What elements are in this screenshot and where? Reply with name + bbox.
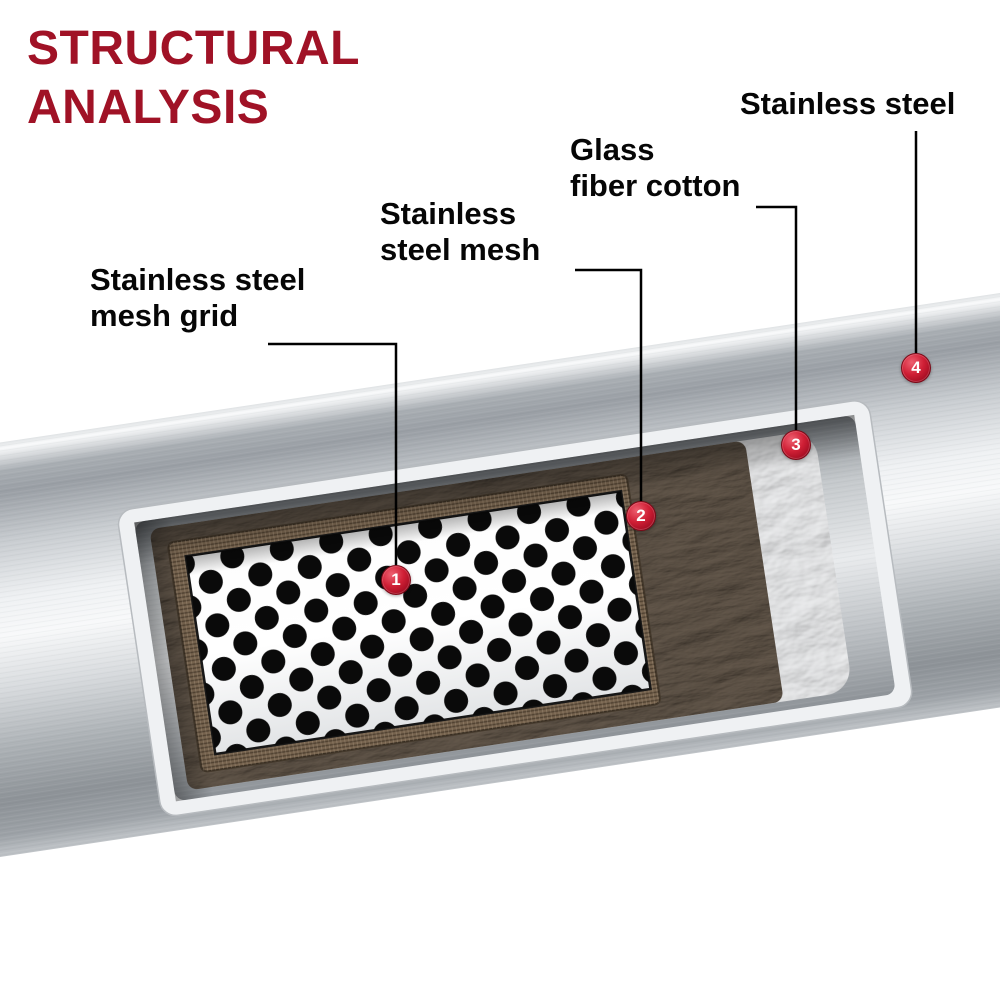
page-title: STRUCTURAL ANALYSIS xyxy=(27,20,360,137)
leader-line-3 xyxy=(756,205,798,430)
label-line: mesh grid xyxy=(90,298,239,334)
leader-lines xyxy=(268,131,918,565)
page-title-line2: ANALYSIS xyxy=(27,80,270,134)
page-title-line1: STRUCTURAL xyxy=(27,22,360,75)
leader-line-1 xyxy=(268,342,398,565)
label-stainless-steel-mesh: Stainless steel mesh xyxy=(380,196,540,269)
leader-line-2 xyxy=(575,268,643,501)
exhaust-tube xyxy=(0,271,1000,879)
label-stainless-steel: Stainless steel xyxy=(740,86,955,122)
perforated-plate xyxy=(184,489,652,756)
label-line: Stainless xyxy=(380,196,517,231)
cutaway-section xyxy=(117,400,913,817)
label-stainless-steel-mesh-grid: Stainless steel mesh grid xyxy=(90,262,305,335)
label-line: Glass xyxy=(570,132,655,167)
label-line: steel mesh xyxy=(380,232,541,268)
label-line: fiber cotton xyxy=(570,168,741,204)
opening-top-shadow xyxy=(134,414,861,566)
badge-1: 1 xyxy=(381,565,411,595)
badge-2: 2 xyxy=(626,501,656,531)
opening-left-shadow xyxy=(134,516,214,802)
label-line: Stainless steel xyxy=(740,86,956,121)
label-glass-fiber-cotton: Glass fiber cotton xyxy=(570,132,741,205)
label-line: Stainless steel xyxy=(90,262,306,297)
badge-3: 3 xyxy=(781,430,811,460)
badge-4: 4 xyxy=(901,353,931,383)
